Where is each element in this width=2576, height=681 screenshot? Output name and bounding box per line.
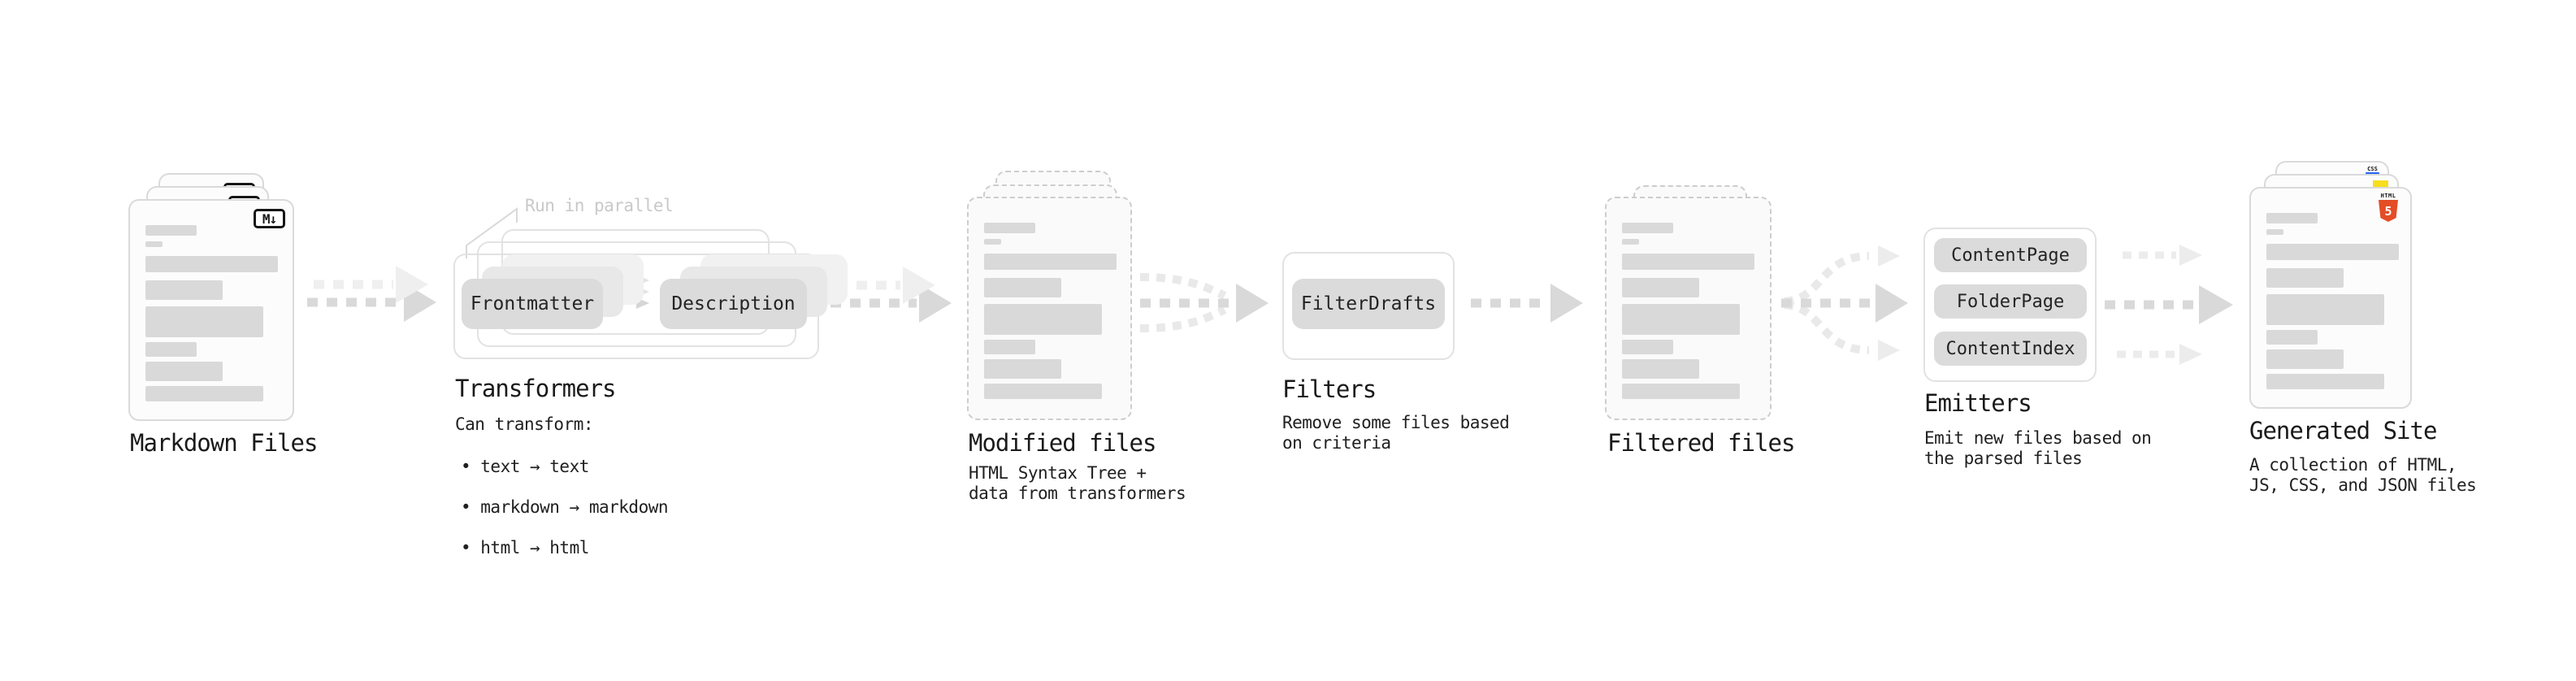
doc-line bbox=[145, 342, 197, 357]
stage-description: A collection of HTML, JS, CSS, and JSON … bbox=[2249, 455, 2477, 495]
frontmatter-pill: Frontmatter bbox=[462, 279, 603, 329]
doc-line bbox=[145, 256, 278, 272]
doc-line bbox=[1622, 223, 1673, 233]
stage-description-title: Can transform: bbox=[455, 414, 594, 434]
doc-line bbox=[2266, 213, 2318, 223]
bullet-item: • html → html bbox=[461, 538, 589, 557]
css-icon: CSS bbox=[2366, 167, 2379, 175]
doc-line bbox=[1622, 239, 1639, 245]
arrow-transformers-to-modified bbox=[830, 267, 952, 323]
stage-label: Modified files bbox=[969, 429, 1156, 457]
bullet-item: • markdown → markdown bbox=[461, 497, 669, 517]
bullet-item: • text → text bbox=[461, 457, 589, 476]
doc-line bbox=[984, 384, 1102, 399]
doc-line bbox=[984, 278, 1061, 297]
contentpage-pill: ContentPage bbox=[1934, 238, 2087, 272]
stage-label: Emitters bbox=[1924, 389, 2032, 417]
file-card-front: HTML 5 bbox=[2249, 187, 2412, 409]
stage-label: Markdown Files bbox=[130, 429, 318, 457]
file-card-front bbox=[1605, 197, 1772, 420]
doc-line bbox=[2266, 229, 2283, 235]
stage-label: Filtered files bbox=[1607, 429, 1795, 457]
stage-description: HTML Syntax Tree + data from transformer… bbox=[969, 463, 1186, 503]
contentindex-pill: ContentIndex bbox=[1934, 332, 2087, 366]
arrow-modified-to-filters bbox=[1139, 273, 1268, 332]
doc-line bbox=[984, 359, 1061, 379]
doc-line bbox=[984, 239, 1001, 245]
doc-line bbox=[2266, 330, 2318, 345]
doc-line bbox=[145, 386, 263, 401]
doc-line bbox=[2266, 244, 2399, 260]
run-in-parallel-note: Run in parallel bbox=[525, 196, 674, 215]
stage-label: Filters bbox=[1282, 375, 1377, 403]
doc-line bbox=[145, 225, 197, 236]
description-pill: Description bbox=[660, 279, 807, 329]
file-card-front bbox=[967, 197, 1132, 420]
doc-line bbox=[2266, 349, 2344, 369]
doc-line bbox=[1622, 384, 1740, 399]
arrow-markdown-to-transformers bbox=[307, 266, 436, 322]
doc-line bbox=[984, 223, 1035, 233]
arrow-filters-to-filtered bbox=[1471, 284, 1583, 323]
doc-line bbox=[145, 241, 163, 247]
run-in-parallel-leader bbox=[466, 207, 518, 258]
transform-bullets: • text → text • markdown → markdown • ht… bbox=[461, 436, 669, 579]
doc-line bbox=[984, 340, 1035, 354]
doc-line bbox=[984, 254, 1117, 270]
stage-description: Remove some files based on criteria bbox=[1282, 413, 1510, 453]
filterdrafts-pill: FilterDrafts bbox=[1292, 279, 1445, 329]
doc-line bbox=[145, 280, 223, 300]
markdown-icon: M↓ bbox=[254, 209, 285, 228]
doc-line bbox=[984, 304, 1102, 335]
doc-line bbox=[1622, 340, 1673, 354]
html5-icon: HTML 5 bbox=[2379, 193, 2398, 222]
doc-line bbox=[1622, 278, 1699, 297]
doc-line bbox=[2266, 374, 2384, 389]
folderpage-pill: FolderPage bbox=[1934, 284, 2087, 319]
file-card-front: M↓ bbox=[128, 199, 294, 421]
doc-line bbox=[1622, 254, 1754, 270]
doc-line bbox=[145, 306, 263, 337]
arrow-emitters-to-site bbox=[2105, 245, 2233, 365]
doc-line bbox=[2266, 294, 2384, 325]
stage-label: Generated Site bbox=[2249, 417, 2437, 445]
doc-line bbox=[145, 362, 223, 381]
doc-line bbox=[2266, 268, 2344, 288]
stage-label: Transformers bbox=[455, 375, 617, 402]
doc-line bbox=[1622, 304, 1740, 335]
arrow-filtered-to-emitters bbox=[1781, 245, 1908, 361]
stage-description: Emit new files based on the parsed files bbox=[1924, 428, 2152, 468]
doc-line bbox=[1622, 359, 1699, 379]
